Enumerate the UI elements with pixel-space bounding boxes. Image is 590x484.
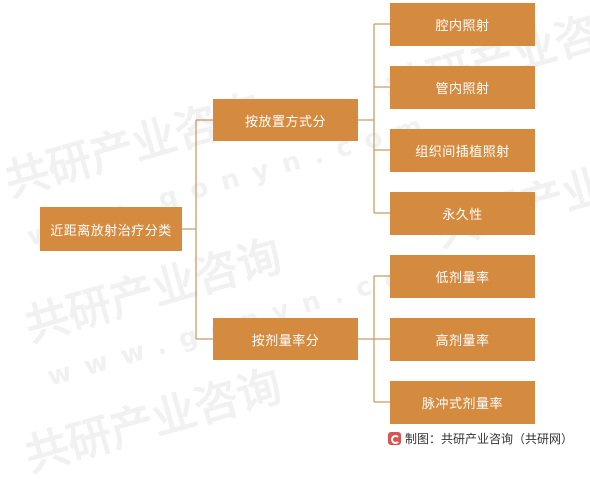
leaf-label: 高剂量率 — [435, 334, 490, 349]
leaf-node: 低剂量率 — [390, 255, 535, 298]
leaf-label: 组织间插植照射 — [415, 145, 510, 160]
leaf-node: 脉冲式剂量率 — [390, 381, 535, 424]
root-label: 近距离放射治疗分类 — [50, 223, 172, 239]
leaf-node: 腔内照射 — [390, 3, 535, 46]
leaf-node: 永久性 — [390, 192, 535, 235]
connector-lines — [182, 23, 390, 403]
leaf-label: 低剂量率 — [435, 271, 490, 286]
leaf-label: 脉冲式剂量率 — [421, 397, 503, 412]
leaf-label: 腔内照射 — [435, 19, 490, 34]
branch-node-placement: 按放置方式分 — [213, 99, 358, 141]
root-node: 近距离放射治疗分类 — [40, 207, 182, 251]
leaf-node: 高剂量率 — [390, 318, 535, 361]
branch-node-dose-rate: 按剂量率分 — [213, 318, 358, 360]
brand-logo-icon — [388, 432, 401, 445]
source-footer: 制图：共研产业咨询（共研网） — [388, 430, 573, 447]
leaf-label: 永久性 — [442, 208, 483, 223]
source-label: 制图：共研产业咨询（共研网） — [405, 432, 574, 446]
branch-label: 按剂量率分 — [251, 333, 320, 349]
leaf-node: 组织间插植照射 — [390, 129, 535, 172]
branch-label: 按放置方式分 — [244, 114, 326, 130]
leaf-label: 管内照射 — [435, 82, 490, 97]
leaf-node: 管内照射 — [390, 66, 535, 109]
